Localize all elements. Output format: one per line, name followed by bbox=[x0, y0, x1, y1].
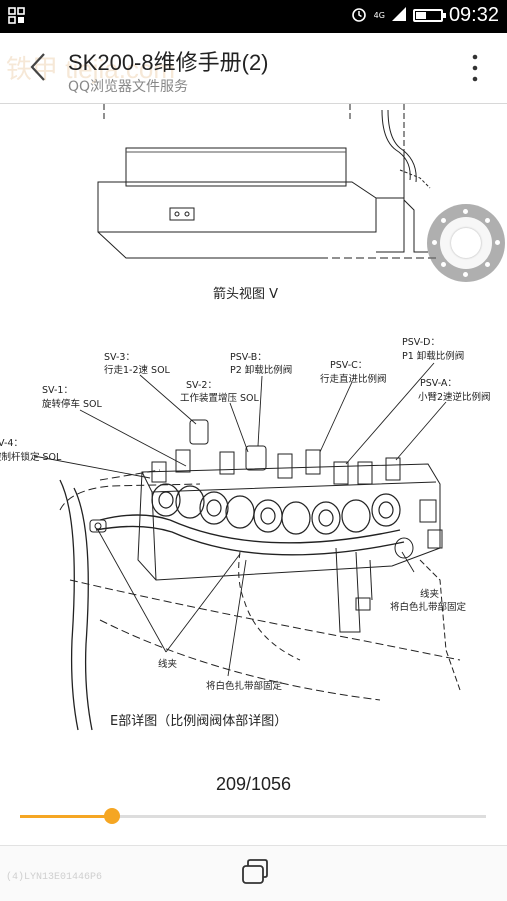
callout-sv2-code: SV-2： bbox=[186, 380, 217, 391]
page-counter: 209/1056 bbox=[215, 774, 292, 794]
document-page[interactable]: 箭头视图 V bbox=[0, 104, 507, 744]
page-slider-fill bbox=[20, 815, 113, 818]
callout-psva-desc: 小臂2速逆比例阀 bbox=[418, 391, 491, 403]
app-grid-icon bbox=[8, 7, 26, 29]
page-title: SK200-8维修手册(2) bbox=[68, 50, 269, 75]
caption-arrow-view: 箭头视图 V bbox=[213, 286, 278, 302]
callout-psvc-code: PSV-C： bbox=[330, 360, 367, 371]
network-type: 4G bbox=[373, 11, 385, 20]
floating-ball-dot bbox=[432, 240, 437, 245]
technical-drawing: 箭头视图 V bbox=[0, 104, 491, 731]
status-bar: 4G 09:32 bbox=[0, 0, 507, 33]
callout-sv1-code: SV-1： bbox=[42, 385, 73, 396]
callout-clip-bottom-desc: 将白色扎带部固定 bbox=[206, 680, 283, 692]
floating-ball-dot bbox=[441, 262, 446, 267]
floating-ball-dot bbox=[495, 240, 500, 245]
floating-ball-dot bbox=[463, 209, 468, 214]
app-bar: 铁甲 tiejia.com SK200-8维修手册(2) QQ浏览器文件服务 bbox=[0, 33, 507, 104]
callout-psvc-desc: 行走直进比例阀 bbox=[320, 373, 387, 385]
caption-detail-e: E部详图（比例阀阀体部详图） bbox=[110, 714, 287, 729]
chevron-left-icon bbox=[30, 53, 45, 81]
callout-psvb-code: PSV-B： bbox=[230, 352, 267, 363]
page-subtitle: QQ浏览器文件服务 bbox=[68, 79, 189, 95]
tabs-switch-icon bbox=[242, 859, 268, 884]
callout-sv1-desc: 旋转停车 SOL bbox=[42, 398, 103, 410]
callout-psva-code: PSV-A： bbox=[420, 378, 457, 389]
floating-ball-dot bbox=[441, 218, 446, 223]
callout-clip-right: 线夹 bbox=[420, 588, 440, 600]
more-vertical-icon bbox=[472, 54, 478, 82]
signal-icon bbox=[391, 6, 407, 26]
bottom-bar: (4)LYN13E01446P6 bbox=[0, 845, 507, 901]
callout-sv4-desc: 控制杆锁定 SOL bbox=[0, 451, 62, 463]
back-button[interactable] bbox=[22, 49, 56, 85]
callout-sv2-desc: 工作装置增压 SOL bbox=[180, 392, 260, 404]
page-slider[interactable] bbox=[20, 808, 486, 824]
callout-psvd-code: PSV-D： bbox=[402, 337, 440, 348]
battery-icon bbox=[412, 9, 446, 22]
more-button[interactable] bbox=[467, 51, 483, 85]
callout-clip-right-desc: 将白色扎带部固定 bbox=[390, 601, 467, 613]
callout-sv4-code: SV-4： bbox=[0, 438, 23, 449]
callout-sv3-desc: 行走1-2速 SOL bbox=[104, 364, 171, 376]
floating-ball-center bbox=[451, 228, 481, 258]
clock: 09:32 bbox=[448, 4, 499, 26]
callout-clip-left: 线夹 bbox=[158, 658, 178, 670]
callout-psvd-desc: P1 卸载比例阀 bbox=[402, 350, 464, 362]
floating-ball-button[interactable] bbox=[427, 204, 505, 282]
floating-ball-dot bbox=[485, 218, 490, 223]
callout-psvb-desc: P2 卸载比例阀 bbox=[230, 364, 292, 376]
tabs-button[interactable] bbox=[238, 856, 270, 888]
callout-sv3-code: SV-3： bbox=[104, 352, 135, 363]
page-slider-thumb[interactable] bbox=[104, 808, 121, 824]
file-code-label: (4)LYN13E01446P6 bbox=[6, 872, 103, 883]
floating-ball-dot bbox=[485, 262, 490, 267]
floating-ball-dot bbox=[463, 272, 468, 277]
alarm-icon bbox=[350, 5, 368, 27]
